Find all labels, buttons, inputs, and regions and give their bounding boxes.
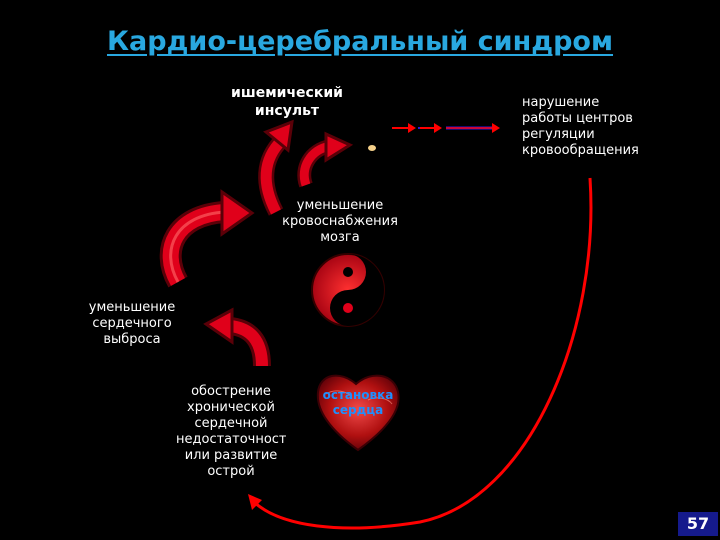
node-cardiac-arrest-line: сердца [332, 403, 384, 417]
decor-dot [368, 145, 376, 151]
node-ischemic-stroke: ишемический инсульт [212, 84, 362, 120]
curved-arrow-small [297, 131, 354, 188]
slide-number: 57 [678, 512, 718, 536]
node-cardiac-output-line: сердечного [92, 316, 172, 331]
node-aggravation-line: хронической [187, 400, 275, 415]
curved-arrow-to-stroke [258, 119, 294, 216]
node-aggravation-line: недостаточности [176, 432, 286, 447]
node-ischemic-stroke-line: инсульт [254, 103, 320, 119]
node-aggravation-line: или развитие [184, 448, 278, 463]
node-cardiac-output-reduction: уменьшение сердечного выброса [82, 300, 182, 348]
heart-icon [316, 374, 400, 452]
feedback-connector [248, 177, 593, 530]
curved-arrow-large [159, 189, 255, 288]
node-blood-supply-reduction-line: кровоснабжения [282, 214, 398, 229]
node-aggravation-line: обострение [191, 384, 271, 399]
curved-arrow-to-output [203, 307, 271, 367]
yin-yang-icon [311, 253, 385, 327]
node-cardiac-arrest: остановка сердца [318, 388, 398, 418]
node-regulation-disorder: нарушение работы центров регуляции крово… [522, 95, 639, 159]
node-ischemic-stroke-line: ишемический [231, 85, 343, 101]
node-heart-failure-aggravation: обострение хронической сердечной недоста… [176, 384, 286, 480]
arrows-to-disorder [392, 123, 500, 133]
node-regulation-disorder-line: работы центров [522, 111, 633, 126]
node-cardiac-arrest-line: остановка [322, 388, 394, 402]
node-aggravation-line: острой [207, 464, 255, 479]
node-regulation-disorder-line: нарушение [522, 95, 600, 110]
node-blood-supply-reduction-line: уменьшение [296, 198, 384, 213]
node-cardiac-output-line: уменьшение [88, 300, 176, 315]
node-regulation-disorder-line: регуляции [522, 127, 595, 142]
node-aggravation-line: сердечной [194, 416, 268, 431]
node-blood-supply-reduction: уменьшение кровоснабжения мозга [270, 198, 410, 246]
node-blood-supply-reduction-line: мозга [320, 230, 360, 245]
node-cardiac-output-line: выброса [103, 332, 161, 347]
node-regulation-disorder-line: кровообращения [522, 143, 639, 158]
slide-title: Кардио-церебральный синдром [106, 26, 614, 57]
